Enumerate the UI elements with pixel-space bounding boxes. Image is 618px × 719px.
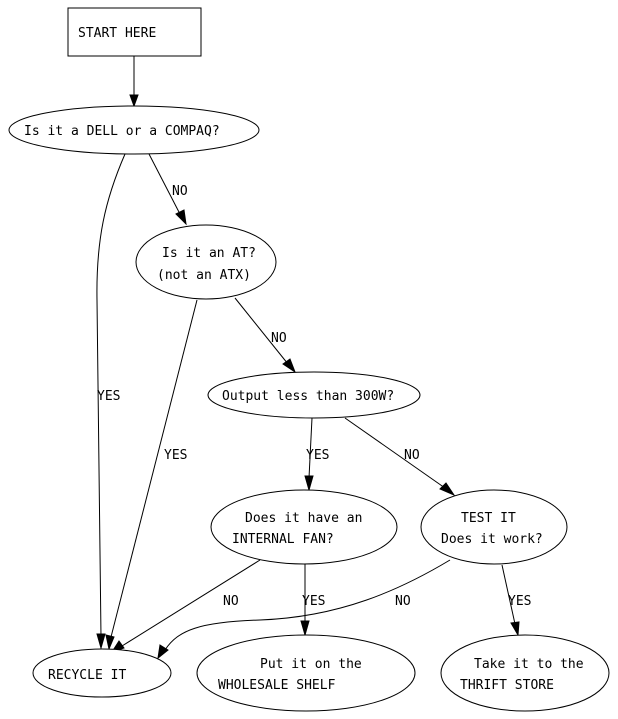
edge-label-test-recycle: NO <box>395 594 411 609</box>
edge-label-dell-recycle: YES <box>97 389 120 404</box>
node-fan-label-1: Does it have an <box>245 511 362 526</box>
edges: NO YES NO YES YES NO NO YES NO <box>96 56 531 660</box>
edge-dell-at <box>148 153 182 217</box>
edge-at-recycle <box>110 299 198 638</box>
edge-label-fan-wholesale: YES <box>302 594 325 609</box>
arrowhead <box>510 621 520 637</box>
edge-label-dell-at: NO <box>172 184 188 199</box>
node-wholesale: Put it on the WHOLESALE SHELF <box>196 634 416 712</box>
edge-label-output-fan: YES <box>306 448 329 463</box>
start-box <box>67 7 202 57</box>
arrowhead <box>105 634 115 651</box>
node-at: Is it an AT? (not an ATX) <box>135 224 277 300</box>
at-ellipse <box>135 224 277 300</box>
arrowhead <box>304 475 314 492</box>
test-ellipse <box>420 489 568 565</box>
node-recycle: RECYCLE IT <box>32 648 172 698</box>
edge-label-at-output: NO <box>271 331 287 346</box>
wholesale-ellipse <box>196 634 416 712</box>
arrowhead <box>300 620 310 637</box>
edge-label-output-test: NO <box>404 448 420 463</box>
arrowhead <box>175 209 187 226</box>
edge-dell-recycle <box>96 153 126 638</box>
arrowhead <box>129 94 139 108</box>
edge-fan-recycle <box>121 559 261 647</box>
node-at-label-1: Is it an AT? <box>162 246 256 261</box>
node-test: TEST IT Does it work? <box>420 489 568 565</box>
node-thrift-label-2: THRIFT STORE <box>460 678 554 693</box>
dell-ellipse <box>8 105 260 155</box>
edge-label-at-recycle: YES <box>164 448 187 463</box>
recycle-ellipse <box>32 648 172 698</box>
node-dell: Is it a DELL or a COMPAQ? <box>8 105 260 155</box>
node-start: START HERE <box>67 7 202 57</box>
node-test-label-1: TEST IT <box>461 511 516 526</box>
edge-output-fan <box>308 417 313 479</box>
output-ellipse <box>207 371 421 419</box>
edge-output-test <box>344 417 446 489</box>
edge-at-output <box>234 297 289 365</box>
node-test-label-2: Does it work? <box>441 532 543 547</box>
node-recycle-label: RECYCLE IT <box>48 668 126 683</box>
node-thrift: Take it to the THRIFT STORE <box>440 634 610 712</box>
arrowhead <box>157 644 169 660</box>
thrift-ellipse <box>440 634 610 712</box>
node-wholesale-label-2: WHOLESALE SHELF <box>218 678 336 693</box>
edge-label-fan-recycle: NO <box>223 594 239 609</box>
node-output: Output less than 300W? <box>207 371 421 419</box>
node-start-label: START HERE <box>78 26 156 41</box>
node-output-label: Output less than 300W? <box>222 389 394 404</box>
fan-ellipse <box>210 489 398 565</box>
node-thrift-label-1: Take it to the <box>474 657 584 672</box>
edge-test-thrift <box>501 564 516 625</box>
node-wholesale-label-1: Put it on the <box>260 657 362 672</box>
arrowhead <box>439 482 456 497</box>
node-dell-label: Is it a DELL or a COMPAQ? <box>24 124 220 139</box>
node-at-label-2: (not an ATX) <box>157 268 251 283</box>
arrowhead <box>282 358 297 374</box>
node-fan-label-2: INTERNAL FAN? <box>232 532 334 547</box>
node-fan: Does it have an INTERNAL FAN? <box>210 489 398 565</box>
arrowhead <box>96 633 106 650</box>
edge-label-test-thrift: YES <box>508 594 531 609</box>
edge-test-recycle <box>164 559 451 651</box>
